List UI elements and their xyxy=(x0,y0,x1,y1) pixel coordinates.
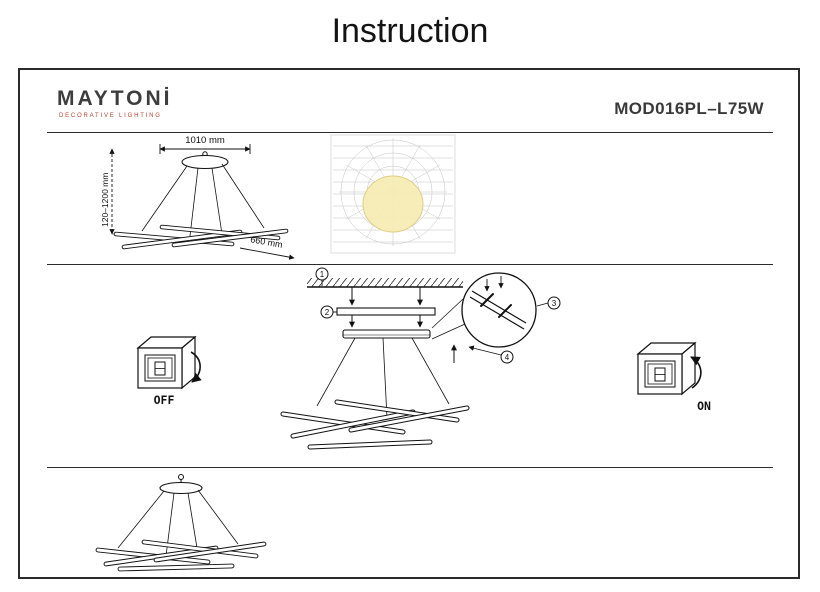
width-dimension-label: 1010 mm xyxy=(185,135,225,146)
callout-3-label: 3 xyxy=(552,299,557,308)
callout-1-label: 1 xyxy=(320,270,325,279)
detail-spring-clips xyxy=(480,293,512,318)
switch-off-diagram: OFF xyxy=(136,335,202,407)
callout-2-label: 2 xyxy=(325,308,330,317)
brand-subtitle: DECORATIVE LIGHTING xyxy=(59,113,162,119)
switch-cube xyxy=(136,335,197,390)
ceiling xyxy=(307,278,463,288)
suspension-wires xyxy=(316,337,450,419)
instruction-sheet: MAYTONİ DECORATIVE LIGHTING MOD016PL–L75… xyxy=(18,68,800,579)
pendant-canopy xyxy=(181,151,229,170)
brand-logo: MAYTONİ DECORATIVE LIGHTING xyxy=(57,87,173,119)
led-rod xyxy=(141,539,259,559)
led-rod xyxy=(117,563,235,572)
detail-circle xyxy=(461,272,537,348)
dimension-drawing: 1010 mm 120–1200 mm xyxy=(100,135,295,260)
callout-4-label: 4 xyxy=(505,353,510,362)
detail-zoom-lines xyxy=(431,298,466,340)
led-rod xyxy=(334,399,460,423)
brand-name: MAYTONİ xyxy=(57,87,173,110)
detail-cable xyxy=(469,290,527,330)
height-dimension-line xyxy=(109,148,124,235)
depth-dimension-line xyxy=(239,247,295,260)
led-rod xyxy=(290,409,416,439)
divider-3 xyxy=(47,467,773,468)
model-number: MOD016PL–L75W xyxy=(614,99,764,118)
led-rod xyxy=(307,439,433,450)
led-rod xyxy=(280,411,406,435)
switch-plate xyxy=(144,354,176,382)
divider-2 xyxy=(47,264,773,265)
ceiling-hatching xyxy=(307,278,463,287)
final-assembly-drawing xyxy=(95,474,267,572)
switch-plate xyxy=(644,360,676,388)
photometric-diagram xyxy=(330,134,456,254)
led-rod xyxy=(348,405,470,433)
suspension-wires xyxy=(141,163,265,237)
mounting-plate xyxy=(336,307,436,316)
switch-cube xyxy=(636,341,697,396)
divider-1 xyxy=(47,132,773,133)
installation-diagram: 1 2 xyxy=(280,267,561,450)
switch-on-label: ON xyxy=(697,399,711,413)
canopy-plate xyxy=(342,329,431,339)
detail-press-arrows xyxy=(484,276,504,292)
mounting-bolts xyxy=(349,287,423,306)
press-up-arrow xyxy=(690,356,702,389)
callout-3: 3 xyxy=(536,296,561,310)
beam-distribution-lobe xyxy=(362,175,424,233)
press-down-arrow xyxy=(190,351,202,383)
height-dimension-label: 120–1200 mm xyxy=(100,173,110,227)
width-dimension-line xyxy=(159,144,251,154)
plate-to-canopy-arrows xyxy=(349,315,423,328)
led-rod xyxy=(153,541,267,563)
switch-on-diagram: ON xyxy=(636,341,711,413)
callout-4: 4 xyxy=(468,345,514,364)
led-rods xyxy=(95,539,267,572)
page-title: Instruction xyxy=(331,12,489,50)
led-rod xyxy=(171,228,289,248)
led-rods xyxy=(280,399,470,450)
hook-icon xyxy=(178,474,184,480)
pendant-canopy xyxy=(159,474,203,495)
switch-off-label: OFF xyxy=(154,393,175,407)
led-rods xyxy=(113,224,289,250)
